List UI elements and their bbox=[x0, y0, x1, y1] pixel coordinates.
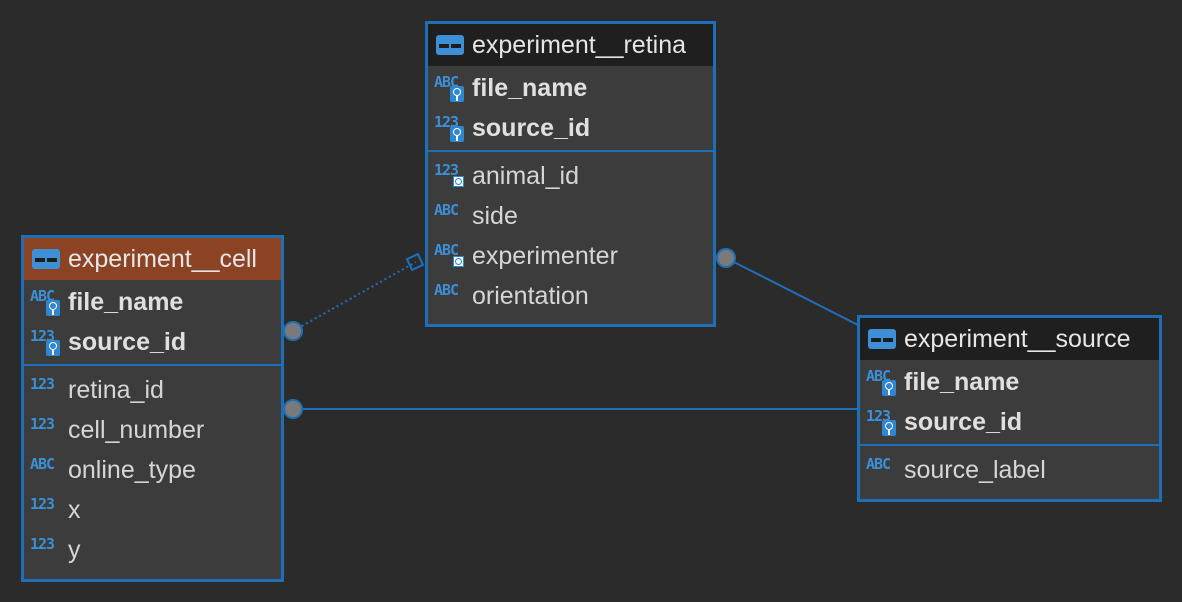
string-type-icon: ABC bbox=[866, 368, 900, 396]
link-diamond-end bbox=[405, 252, 425, 272]
column-name: file_name bbox=[904, 367, 1020, 396]
entity-title: experiment__source bbox=[904, 324, 1131, 353]
column-row[interactable]: 123 animal_id bbox=[428, 156, 713, 196]
column-name: cell_number bbox=[68, 415, 205, 444]
column-name: animal_id bbox=[472, 161, 580, 190]
type-label: ABC bbox=[30, 455, 55, 473]
numeric-type-icon: 123 bbox=[30, 376, 64, 404]
numeric-type-icon: 123 bbox=[30, 496, 64, 524]
numeric-type-icon: 123 bbox=[30, 416, 64, 444]
string-type-icon: ABC bbox=[30, 456, 64, 484]
column-name: side bbox=[472, 201, 518, 230]
foreign-key-icon bbox=[453, 176, 464, 187]
attribute-columns: ABC source_label bbox=[860, 446, 1159, 490]
column-name: y bbox=[68, 535, 81, 564]
string-type-icon: ABC bbox=[30, 288, 64, 316]
numeric-type-icon: 123 bbox=[866, 408, 900, 436]
entity-title: experiment__retina bbox=[472, 30, 687, 59]
column-name: orientation bbox=[472, 281, 589, 310]
string-type-icon: ABC bbox=[866, 456, 900, 484]
column-row[interactable]: ABC online_type bbox=[24, 450, 281, 490]
type-label: ABC bbox=[434, 281, 459, 299]
key-icon bbox=[882, 380, 896, 396]
key-icon bbox=[450, 86, 464, 102]
entity-title: experiment__cell bbox=[68, 244, 257, 273]
type-label: ABC bbox=[434, 241, 459, 259]
column-name: file_name bbox=[472, 73, 588, 102]
string-type-icon: ABC bbox=[434, 242, 468, 270]
type-label: 123 bbox=[30, 495, 55, 513]
link-dot bbox=[283, 399, 303, 419]
key-icon bbox=[450, 126, 464, 142]
key-icon bbox=[46, 300, 60, 316]
type-label: ABC bbox=[866, 455, 891, 473]
entity-header[interactable]: experiment__cell bbox=[24, 238, 281, 280]
column-row[interactable]: 123 x bbox=[24, 490, 281, 530]
table-icon bbox=[868, 329, 896, 349]
column-row[interactable]: 123 retina_id bbox=[24, 370, 281, 410]
column-name: file_name bbox=[68, 287, 184, 316]
column-name: experimenter bbox=[472, 241, 618, 270]
column-name: source_id bbox=[472, 113, 591, 142]
column-name: online_type bbox=[68, 455, 196, 484]
column-name: source_label bbox=[904, 455, 1046, 484]
type-label: 123 bbox=[30, 535, 55, 553]
numeric-type-icon: 123 bbox=[30, 536, 64, 564]
cell-retina-link[interactable] bbox=[292, 261, 417, 332]
column-name: source_id bbox=[904, 407, 1023, 436]
retina-source-link[interactable] bbox=[725, 257, 861, 327]
column-row[interactable]: ABC experimenter bbox=[428, 236, 713, 276]
string-type-icon: ABC bbox=[434, 202, 468, 230]
numeric-type-icon: 123 bbox=[434, 114, 468, 142]
column-row[interactable]: 123 y bbox=[24, 530, 281, 570]
type-label: 123 bbox=[30, 375, 55, 393]
column-name: retina_id bbox=[68, 375, 164, 404]
key-icon bbox=[882, 420, 896, 436]
link-dot bbox=[283, 321, 303, 341]
entity-header[interactable]: experiment__source bbox=[860, 318, 1159, 360]
column-row[interactable]: ABC side bbox=[428, 196, 713, 236]
type-label: ABC bbox=[434, 201, 459, 219]
column-row[interactable]: ABC orientation bbox=[428, 276, 713, 316]
column-name: source_id bbox=[68, 327, 187, 356]
entity-header[interactable]: experiment__retina bbox=[428, 24, 713, 66]
numeric-type-icon: 123 bbox=[30, 328, 64, 356]
numeric-type-icon: 123 bbox=[434, 162, 468, 190]
foreign-key-icon bbox=[453, 256, 464, 267]
type-label: 123 bbox=[30, 415, 55, 433]
column-row[interactable]: ABC source_label bbox=[860, 450, 1159, 490]
type-label: 123 bbox=[434, 161, 459, 179]
key-icon bbox=[46, 340, 60, 356]
table-icon bbox=[436, 35, 464, 55]
link-dot bbox=[716, 248, 736, 268]
column-row[interactable]: 123 cell_number bbox=[24, 410, 281, 450]
string-type-icon: ABC bbox=[434, 282, 468, 310]
string-type-icon: ABC bbox=[434, 74, 468, 102]
table-icon bbox=[32, 249, 60, 269]
column-name: x bbox=[68, 495, 81, 524]
